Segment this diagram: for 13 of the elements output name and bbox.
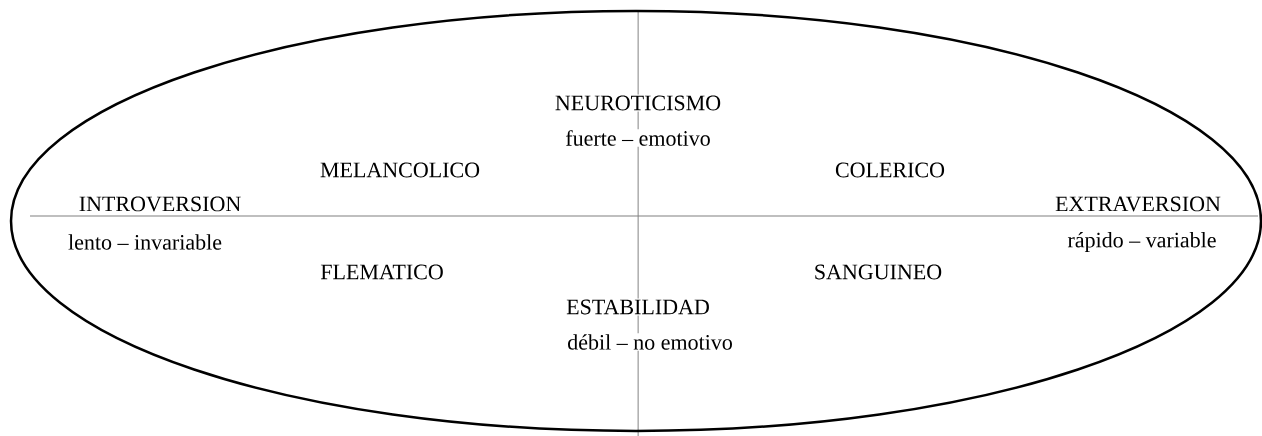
quadrant-label: COLERICO [834, 161, 946, 179]
ellipse-outline [9, 9, 1262, 433]
quadrant-label: MELANCOLICO [318, 161, 482, 179]
quadrant-label: SANGUINEO [812, 263, 944, 281]
pole-label: ESTABILIDAD [565, 298, 711, 316]
pole-label: EXTRAVERSION [1054, 195, 1222, 213]
quadrant-label: FLEMATICO [319, 263, 445, 281]
pole-label: NEUROTICISMO [553, 94, 723, 112]
pole-description: fuerte – emotivo [564, 129, 712, 147]
pole-label: INTROVERSION [77, 195, 243, 213]
pole-description: lento – invariable [67, 233, 223, 251]
pole-description: débil – no emotivo [566, 333, 734, 351]
pole-description: rápido – variable [1066, 231, 1218, 253]
